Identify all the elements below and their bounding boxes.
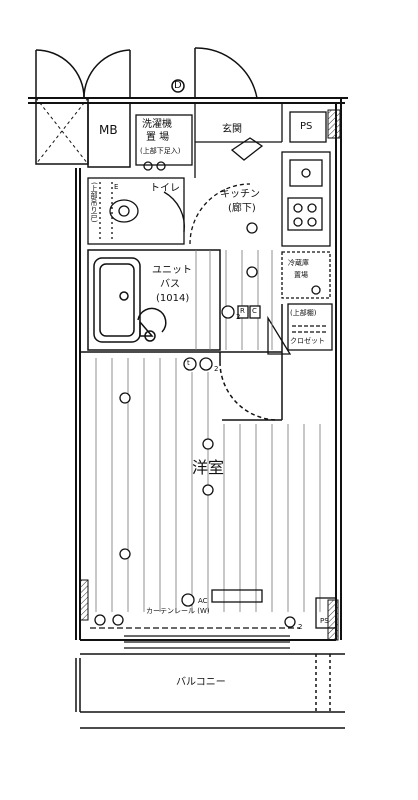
toilet-note-label: (上部吊り戸) bbox=[90, 182, 98, 223]
washer-note-label: (上部下足入) bbox=[140, 147, 181, 155]
washer-area bbox=[135, 114, 193, 171]
kitchen-label: キッチン bbox=[220, 189, 260, 200]
outer-walls bbox=[28, 97, 348, 641]
washer-label: 洗濯機 bbox=[142, 119, 172, 130]
closet-note-label: (上部棚) bbox=[290, 309, 317, 317]
rc-c-label: C bbox=[252, 307, 257, 315]
mb-closet bbox=[35, 49, 131, 168]
entrance-label: 玄関 bbox=[222, 124, 242, 135]
fridge-area bbox=[281, 251, 331, 299]
e-mark-label: E bbox=[114, 183, 119, 191]
ps-top-label: PS bbox=[300, 121, 313, 132]
mb-label: MB bbox=[99, 123, 118, 137]
partition bbox=[80, 304, 283, 421]
outlet-2c-label: 2 bbox=[298, 623, 303, 631]
kitchen-note-label: (廊下) bbox=[228, 203, 256, 214]
flooring-lines bbox=[95, 250, 321, 612]
entrance-door bbox=[171, 47, 258, 99]
genkan bbox=[194, 103, 327, 178]
ps-bottom-label: PS bbox=[320, 617, 329, 625]
toilet-label: トイレ bbox=[150, 183, 180, 194]
tv-outlet-label: t bbox=[187, 359, 190, 367]
balcony-label: バルコニー bbox=[176, 677, 226, 688]
kitchen bbox=[189, 151, 331, 278]
fridge-label-2: 置場 bbox=[294, 271, 308, 279]
unit-bath-label-3: (1014) bbox=[156, 293, 190, 304]
ac-label: AC bbox=[198, 597, 208, 605]
room-fixtures bbox=[94, 305, 296, 628]
unit-bath-label-1: ユニット bbox=[152, 265, 192, 276]
curtain-rail-label: カーテンレール (W) bbox=[146, 607, 210, 615]
closet bbox=[267, 303, 333, 355]
outlet-2a-label: 2 bbox=[214, 365, 219, 373]
unit-bath-label-2: バス bbox=[160, 279, 180, 290]
closet-label: クロゼット bbox=[290, 337, 325, 345]
balcony bbox=[75, 653, 345, 729]
toilet-room bbox=[87, 177, 185, 245]
outlet-2b-label: 2 bbox=[236, 313, 241, 321]
rc-r-label: R bbox=[240, 307, 245, 315]
fridge-label-1: 冷蔵庫 bbox=[288, 259, 309, 267]
door-d-label: D bbox=[174, 80, 182, 91]
window-curtain bbox=[90, 597, 337, 649]
unit-bath bbox=[87, 249, 221, 351]
western-room-label: 洋室 bbox=[192, 458, 225, 477]
washer-place-label: 置 場 bbox=[146, 132, 170, 143]
wall-hatching bbox=[79, 109, 341, 641]
